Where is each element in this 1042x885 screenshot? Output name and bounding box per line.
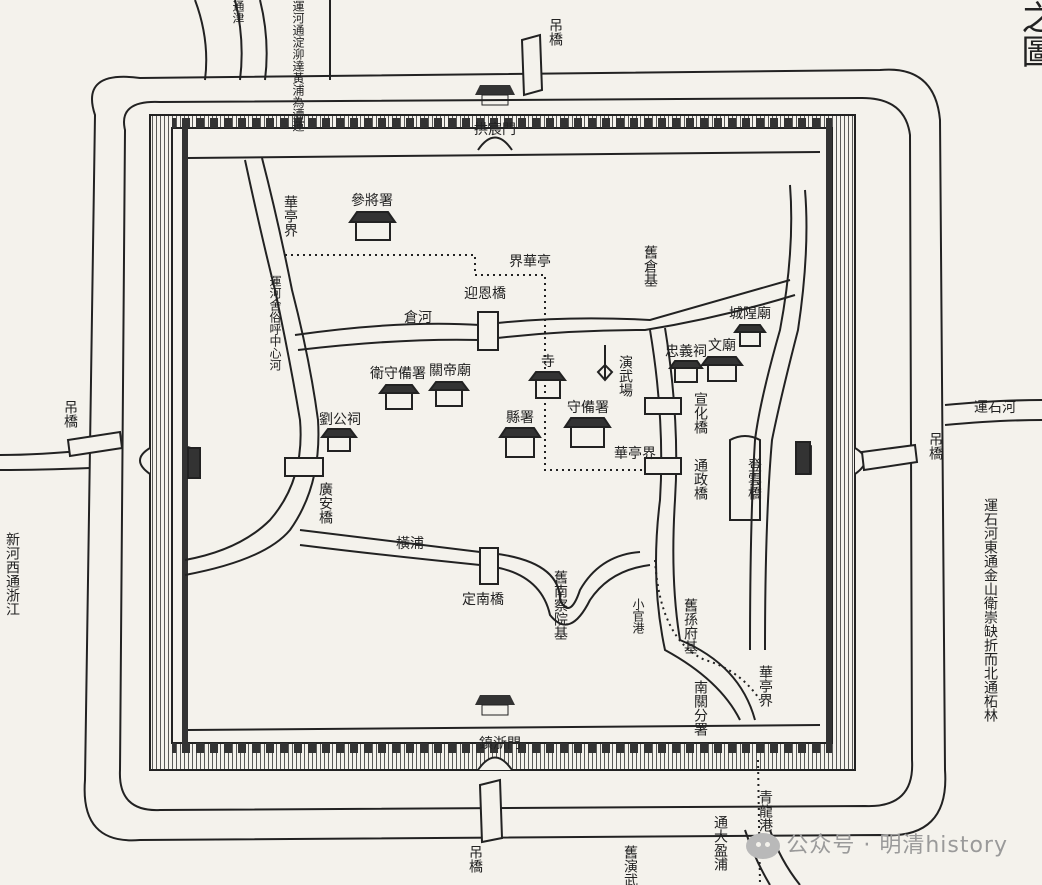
building-liu (320, 428, 358, 452)
watermark: 公众号 · 明清history (746, 827, 1008, 859)
label-si: 寺 (541, 354, 555, 370)
city-wall (149, 114, 856, 771)
label-huating-2: 界華亭 (509, 253, 551, 270)
label-xiaoguan: 小官港 (631, 598, 645, 634)
label-diao-south: 吊橋 (467, 845, 483, 873)
building-si (528, 371, 567, 399)
flag-yanwu (596, 345, 614, 382)
building-wen (700, 356, 744, 382)
labels: 拱宸門 鎮浙門 參將署 衛守備署 關帝廟 劉公祠 縣署 守備署 寺 城隍廟 文廟… (4, 0, 1042, 885)
label-cang-river: 倉河 (404, 310, 432, 326)
label-nw-canal: 運河通淀泖達黃浦為漕運 (291, 0, 305, 132)
building-guandi (428, 381, 470, 407)
building-chenghuang (733, 324, 767, 347)
label-xian: 縣署 (506, 410, 534, 426)
buildings (187, 211, 811, 479)
label-dengyun-bridge: 登雲橋 (746, 458, 762, 500)
watermark-text: 公众号 · 明清history (786, 833, 1008, 858)
building-shoubei (563, 417, 612, 448)
label-zhongyi: 忠義祠 (665, 343, 707, 360)
label-jiufu: 舊孫府基 (682, 598, 698, 654)
label-guandi: 關帝廟 (429, 362, 471, 379)
wechat-icon (746, 833, 781, 859)
label-weishou: 衛守備署 (370, 366, 426, 382)
label-jiunan: 舊南察院基 (552, 570, 568, 640)
building-cansan (348, 211, 397, 241)
building-weishou (378, 384, 420, 410)
label-east-text: 運石河東通金山衛崇缺折而北通柘林 (982, 498, 998, 722)
label-south-gate: 鎮浙門 (479, 736, 521, 752)
label-shoubei: 守備署 (567, 400, 609, 416)
label-nw-small: 通津 (231, 0, 245, 24)
north-gate[interactable] (475, 85, 515, 151)
building-zhongyi (668, 360, 704, 383)
label-guangan-bridge: 廣安橋 (317, 481, 333, 524)
pagoda-east (795, 441, 811, 475)
label-tongda: 通大盈浦 (712, 815, 728, 871)
label-yanwu: 演武場 (617, 355, 633, 397)
label-hengpu: 橫浦 (396, 536, 424, 552)
label-liu: 劉公祠 (319, 412, 361, 428)
label-xuanhua-bridge: 宣化橋 (692, 392, 708, 434)
label-nanjian: 南關分署 (692, 680, 708, 736)
label-yanwu-out: 舊演武場 (622, 845, 638, 885)
label-west-edge: 新河西通浙江 (4, 532, 20, 616)
label-diao-west: 吊橋 (62, 400, 78, 428)
label-diao-east: 吊橋 (927, 432, 943, 460)
label-huating-4: 華亭界 (757, 665, 773, 708)
pagoda-west (187, 447, 201, 479)
inner-bridges (284, 311, 682, 585)
label-huating-1: 華亭界 (282, 195, 298, 238)
label-title-fragment: 之圖 (1015, 0, 1042, 68)
label-qinglong: 青龍港 (757, 790, 773, 832)
drawbridges (66, 33, 919, 844)
label-north-gate: 拱宸門 (474, 121, 516, 138)
label-yunshi-river: 運石河 (974, 400, 1016, 416)
boundary-lines (285, 254, 761, 885)
label-huating-3: 華亭界 (614, 445, 656, 462)
label-chenghuang: 城隍廟 (729, 305, 771, 322)
south-gate[interactable] (475, 695, 515, 771)
label-wen: 文廟 (708, 337, 736, 354)
label-diao-north: 吊橋 (547, 18, 563, 46)
label-tongzheng-bridge: 通政橋 (692, 458, 708, 500)
label-yingen-bridge: 迎恩橋 (464, 286, 506, 302)
label-jiucang: 舊倉基 (642, 245, 658, 287)
moat (83, 68, 947, 842)
label-dingnan-bridge: 定南橋 (462, 592, 504, 608)
label-cansan: 參將署 (351, 193, 393, 209)
label-center-river: 運河舍俗呼中心河 (268, 275, 282, 371)
building-xian (498, 427, 542, 458)
